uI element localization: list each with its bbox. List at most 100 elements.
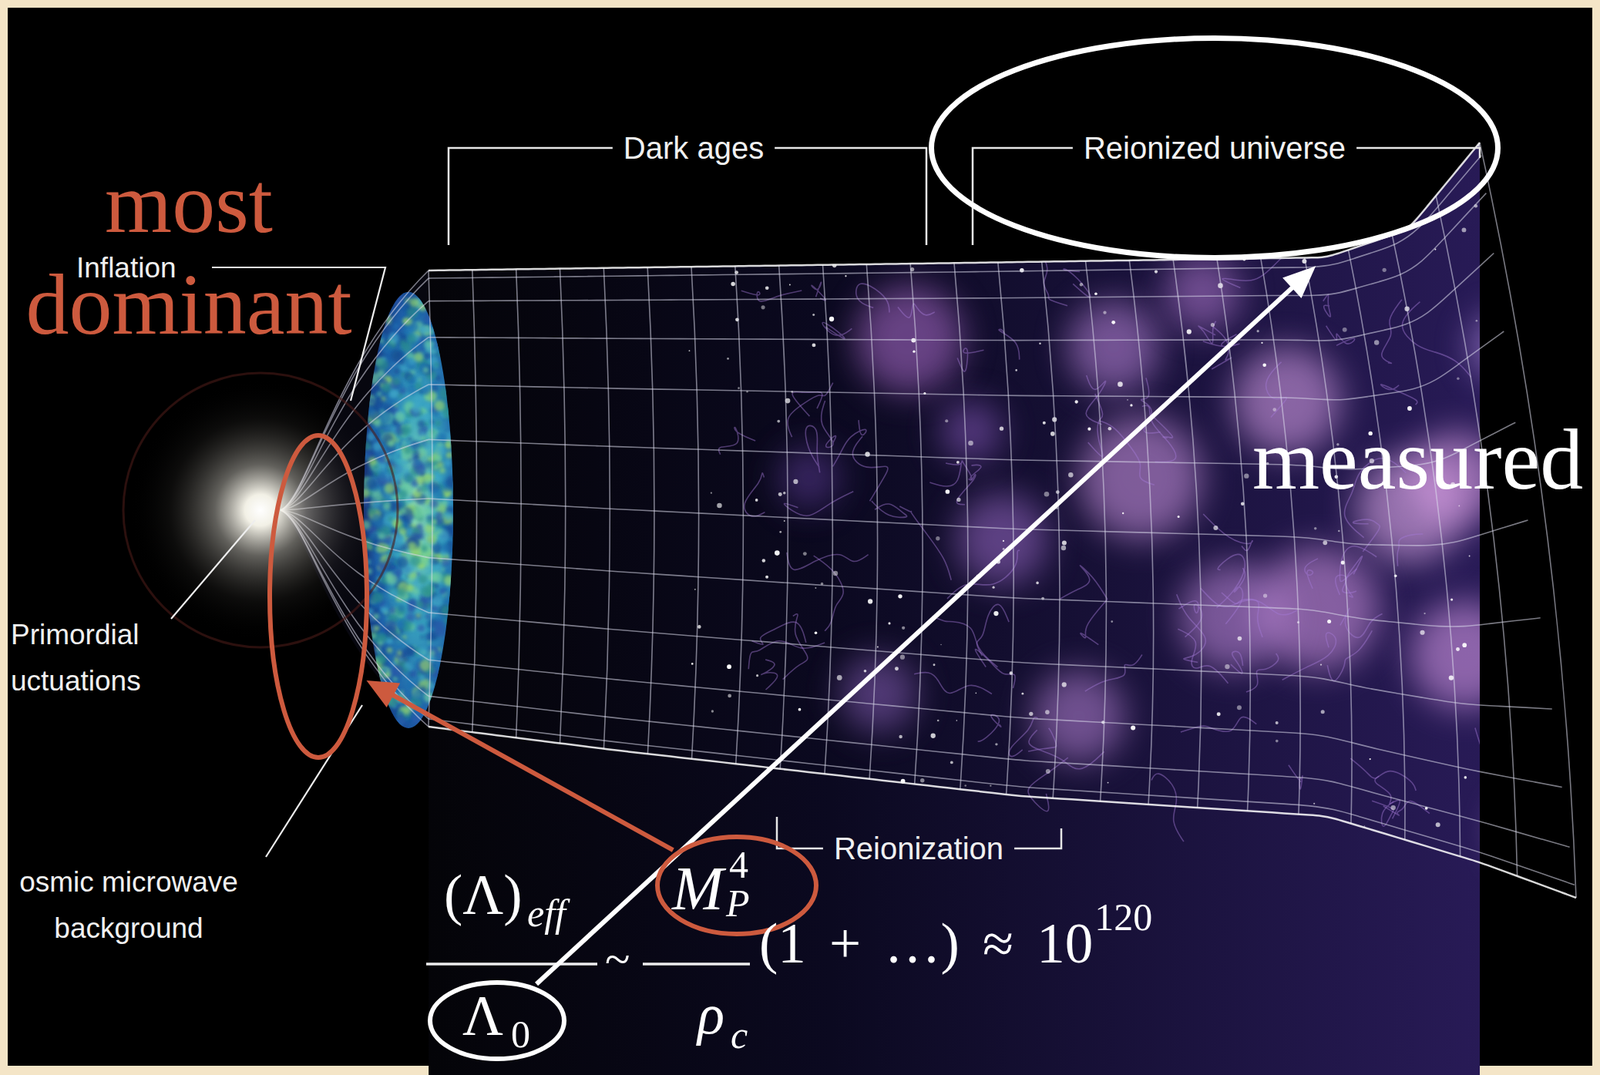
cmb-fluctuation: [433, 366, 437, 370]
star: [1504, 798, 1506, 800]
dark-matter-filament: [1340, 608, 1383, 638]
star: [1257, 329, 1260, 333]
cmb-fluctuation: [383, 601, 390, 608]
star: [798, 708, 802, 712]
cmb-fluctuation: [414, 612, 423, 621]
star: [1044, 491, 1050, 498]
dark-matter-filament: [947, 550, 1020, 599]
cmb-fluctuation: [420, 594, 424, 599]
star: [956, 460, 960, 464]
cmb-fluctuation: [439, 467, 445, 474]
math-symbol: ρ: [697, 986, 725, 1043]
star: [900, 655, 905, 660]
cmb-fluctuation: [376, 359, 388, 371]
cmb-fluctuation: [423, 367, 429, 374]
star: [689, 349, 691, 352]
galaxy-glow: [840, 655, 918, 733]
cmb-fluctuation: [374, 625, 380, 631]
cmb-fluctuation: [417, 624, 426, 632]
cmb-fluctuation: [436, 351, 443, 357]
cmb-fluctuation: [423, 426, 427, 430]
cmb-fluctuation: [414, 453, 421, 460]
cmb-fluctuation: [389, 607, 397, 615]
dark-matter-filament: [1397, 534, 1423, 567]
ellipse-border: [931, 38, 1499, 259]
cmb-fluctuation: [436, 511, 443, 518]
dark-matter-filament: [914, 672, 992, 695]
cmb-fluctuation: [363, 405, 376, 417]
star: [1260, 342, 1263, 344]
cmb-fluctuation: [411, 403, 422, 414]
cmb-fluctuation: [424, 479, 429, 484]
cmb-fluctuation: [427, 682, 436, 691]
star: [937, 719, 940, 723]
star: [1482, 575, 1485, 578]
dark-matter-filament: [805, 425, 820, 473]
star: [940, 644, 942, 646]
cmb-fluctuation: [417, 378, 422, 383]
cmb-fluctuation: [413, 507, 425, 519]
star: [836, 675, 843, 681]
cmb-fluctuation: [428, 649, 435, 656]
cmb-fluctuation: [396, 556, 408, 569]
star: [1448, 675, 1454, 680]
star: [898, 735, 902, 739]
star: [774, 550, 780, 556]
math-operator: ~: [605, 936, 630, 983]
star: [931, 733, 936, 739]
cmb-fluctuation: [396, 621, 405, 629]
grid-ring: [560, 268, 566, 744]
dark-matter-filament: [899, 506, 952, 581]
dark-matter-filament: [1085, 655, 1143, 693]
star: [1087, 427, 1091, 431]
grid-ring: [516, 268, 522, 738]
star: [778, 492, 783, 497]
star: [944, 419, 948, 423]
dark-matter-filament: [961, 460, 982, 479]
grid-ring: [735, 265, 744, 764]
galaxy-glow: [940, 400, 1002, 463]
star: [1557, 388, 1561, 392]
math-symbol: (Λ): [443, 867, 523, 924]
cmb-fluctuation: [408, 584, 412, 589]
star: [716, 503, 723, 509]
dark-matter-filament: [1304, 558, 1318, 589]
cmb-fluctuation: [390, 501, 402, 513]
dark-matter-filament: [833, 420, 867, 467]
cmb-fluctuation: [408, 376, 416, 384]
grid-ring: [1216, 258, 1251, 811]
cmb-fluctuation: [416, 624, 427, 635]
grid-line: [428, 253, 1494, 341]
star: [765, 575, 769, 579]
star: [1275, 721, 1279, 725]
star: [765, 285, 770, 290]
star: [814, 587, 817, 589]
dark-matter-filament: [1246, 653, 1279, 693]
cmb-fluctuation: [393, 464, 404, 474]
star: [1519, 787, 1523, 791]
star: [1557, 411, 1562, 416]
star: [994, 742, 998, 746]
cmb-fluctuation: [417, 420, 426, 428]
star: [844, 275, 847, 277]
star: [711, 709, 714, 713]
cmb-fluctuation: [426, 534, 437, 545]
star: [1055, 507, 1059, 510]
star: [1117, 381, 1123, 387]
star: [1042, 421, 1046, 425]
star: [1002, 540, 1005, 542]
cmb-fluctuation: [422, 651, 426, 655]
connector-line: [536, 285, 1295, 985]
cmb-fluctuation: [407, 541, 417, 551]
cmb-fluctuation: [439, 655, 443, 659]
cmb-fluctuation: [430, 499, 440, 509]
star: [1108, 426, 1113, 431]
cmb-fluctuation: [421, 326, 431, 335]
cmb-fluctuation: [371, 591, 384, 603]
cmb-fluctuation: [394, 411, 406, 423]
cmb-fluctuation: [423, 401, 432, 411]
cmb-fluctuation: [376, 369, 386, 379]
star: [1015, 369, 1018, 372]
grid-ring: [954, 262, 969, 790]
cmb-fluctuation: [419, 659, 431, 672]
